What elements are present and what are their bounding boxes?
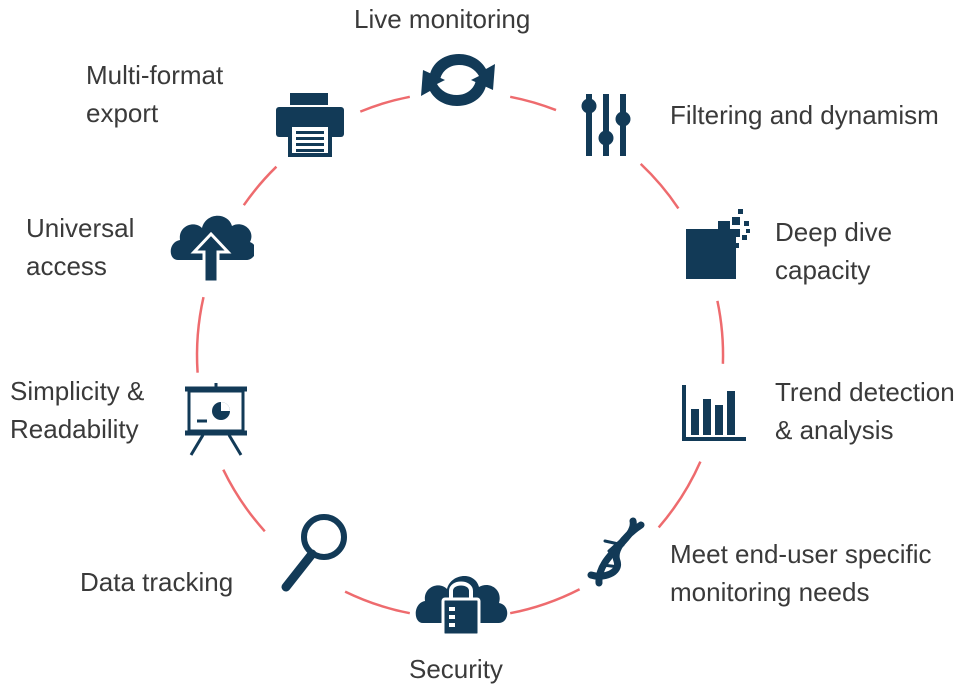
ring-arc [344, 590, 411, 615]
ring-arc [509, 588, 581, 615]
ring-arc [222, 469, 266, 533]
dna-helix-icon [587, 517, 645, 587]
label-filtering-and-dynamism: Filtering and dynamism [670, 100, 939, 130]
label-universal-access: Universal access [26, 213, 135, 281]
label-trend-detection: Trend detection & analysis [775, 377, 955, 445]
ring-arc [242, 165, 278, 206]
label-multi-format-export: Multi-format export [86, 60, 224, 128]
label-security: Security [409, 654, 503, 684]
bar-chart-icon [682, 385, 746, 441]
refresh-arrows-icon [421, 54, 495, 106]
label-deep-dive-capacity: Deep dive capacity [775, 217, 893, 285]
magnifier-icon [281, 514, 347, 592]
label-data-tracking: Data tracking [80, 567, 234, 597]
label-end-user-needs: Meet end-user specific monitoring needs [670, 539, 932, 607]
presentation-board-icon [185, 383, 247, 456]
printer-icon [276, 93, 344, 157]
ring-arc [716, 300, 725, 364]
ring-arc [195, 296, 205, 373]
ring-arc [639, 162, 680, 210]
ring-arc [359, 95, 411, 113]
ring-arcs [195, 95, 725, 615]
cloud-lock-icon [415, 575, 508, 637]
ring-arc [509, 95, 557, 112]
sliders-icon [581, 94, 631, 156]
ring-arc [657, 461, 702, 529]
pixel-zoom-icon [686, 209, 750, 279]
label-simplicity-readability: Simplicity & Readability [10, 376, 145, 444]
label-live-monitoring: Live monitoring [354, 4, 531, 34]
cloud-upload-icon [170, 215, 254, 284]
